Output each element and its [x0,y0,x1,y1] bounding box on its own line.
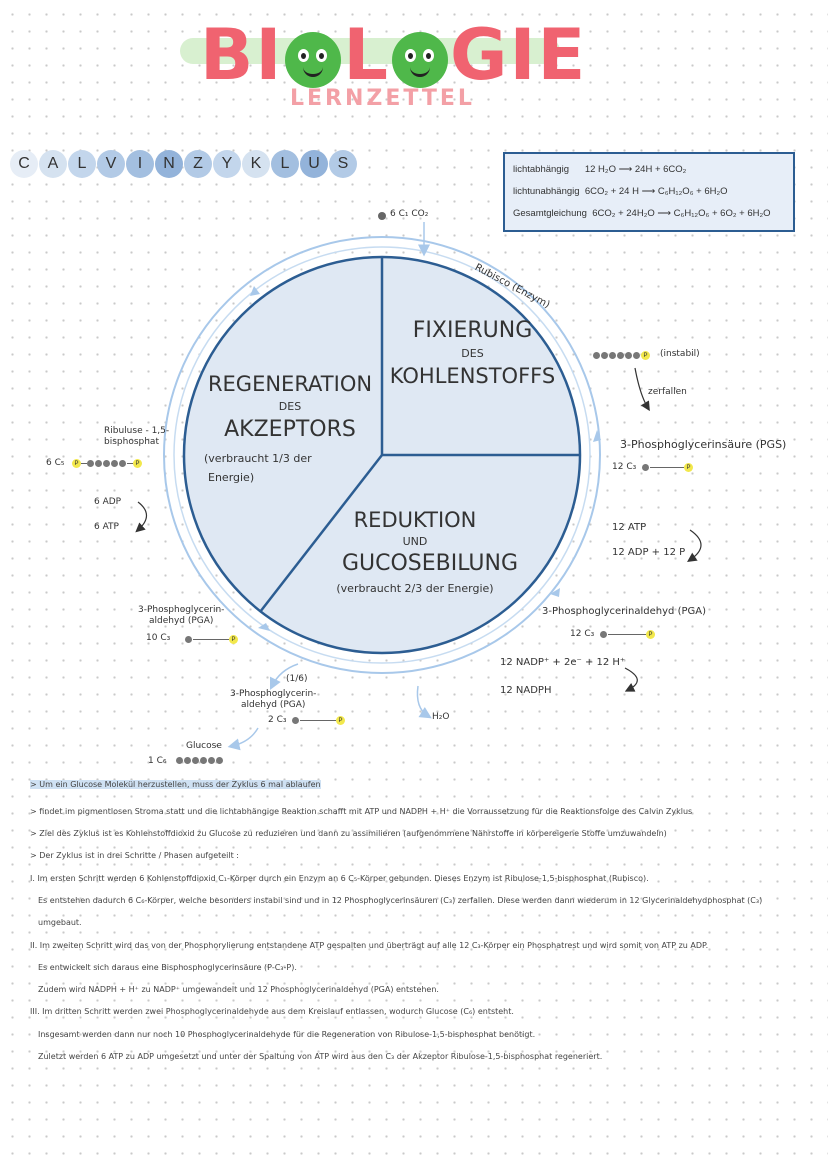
page-title: BI L GIE [200,14,587,96]
pga-right-label: 3-Phosphoglycerinaldehyd (PGA) [542,606,707,617]
note-8: II. Im zweiten Schritt wird das von der … [30,941,709,950]
atp-6-label: 6 ATP [94,522,119,532]
phase-reduktion: REDUKTION UND GUCOSEBILUNG (verbraucht 2… [336,508,519,595]
note-9: Es entwickelt sich daraus eine Bisphosph… [38,963,297,972]
ring-arrowhead [550,588,560,597]
pga-left-count: 10 C₃ [146,633,171,643]
phase-regeneration: REGENERATION DES AKZEPTORS (verbraucht 1… [204,372,373,484]
pga-right-chain: P [600,630,655,639]
note-13: Zuletzt werden 6 ATP zu ADP umgesetzt un… [38,1052,603,1061]
title-letter-circle: Y [213,150,241,178]
glucose-arrow [227,727,259,751]
note-10: Zudem wird NADPH + H⁺ zu NADP⁺ umgewande… [38,985,439,994]
zerfallen-label: zerfallen [648,387,687,397]
note-6: Es entstehen dadurch 6 C₆-Körper, welche… [38,896,763,905]
instabil-label: (instabil) [660,349,700,359]
nadp-label: 12 NADP⁺ + 2e⁻ + 12 H⁺ [500,657,626,668]
title-letter-circle: A [39,150,67,178]
pga-bottom-chain: P [292,716,345,725]
one-sixth-label: (1/6) [286,674,308,684]
title-part-3: GIE [450,14,588,96]
title-letter-circle: K [242,150,270,178]
pgs-count: 12 C₃ [612,462,637,472]
pga-left-chain: P [185,635,238,644]
equation-light-independent: lichtunabhängig 6CO₂ + 24 H ⟶ C₆H₁₂O₆ + … [513,186,728,197]
equation-light-dependent: lichtabhängig 12 H₂O ⟶ 24H + 6CO₂ [513,164,687,175]
pga-left-label: 3-Phosphoglycerin-aldehyd (PGA) [138,605,225,626]
adp-atp-arrow [135,501,148,533]
zerfallen-arrow [634,367,650,412]
pga-right-count: 12 C₃ [570,629,595,639]
equation-total: Gesamtgleichung 6CO₂ + 24H₂O ⟶ C₆H₁₂O₆ +… [513,208,771,219]
nadph-label: 12 NADPH [500,685,552,696]
c5-count: 6 C₅ [46,458,65,468]
atp-12-label: 12 ATP [612,522,647,533]
title-letter-circle: N [155,150,183,178]
glucose-chain [176,757,224,764]
h2o-arrow [416,685,432,719]
nadp-arrow [624,667,638,692]
note-4: > Der Zyklus ist in drei Schritte / Phas… [30,851,239,860]
note-7: umgebaut. [38,918,82,927]
title-highlight [180,38,560,64]
pgs-label: 3-Phosphoglycerinsäure (PGS) [620,438,787,451]
adp-6-label: 6 ADP [94,497,122,507]
title-part-1: BI [200,14,284,96]
title-part-2: L [343,14,391,96]
title-letter-circle: C [10,150,38,178]
pga-bottom-count: 2 C₃ [268,715,287,725]
title-letter-circle: U [300,150,328,178]
note-1: > Um ein Glucose Molekül herzustellen, m… [30,780,321,789]
c6-chain: P [593,351,650,360]
pgs-chain: P [642,463,693,472]
equations-box: lichtabhängig 12 H₂O ⟶ 24H + 6CO₂ lichtu… [503,152,795,232]
note-12: Insgesamt werden dann nur noch 10 Phosph… [38,1030,536,1039]
title-letter-circle: L [271,150,299,178]
title-letter-circle: L [68,150,96,178]
cycle-arrow-ring [163,236,601,674]
ribulose-label: Ribuluse - 1,5-bisphosphat [104,426,170,447]
adp-12-label: 12 ADP + 12 P [612,547,686,558]
note-3: > Ziel des Zyklus ist es Kohlenstoffdiox… [30,829,667,838]
ring-arrowhead [258,623,270,631]
phase-fixierung: FIXIERUNG DES KOHLENSTOFFS [389,318,556,388]
glucose-count: 1 C₆ [148,756,167,766]
ring-arrowhead [250,286,260,296]
note-2: > findet im pigmentlosen Stroma statt un… [30,807,693,816]
atp-adp-arrow [687,529,702,563]
pga-bottom-label: 3-Phosphoglycerin-aldehyd (PGA) [230,689,317,710]
page-subtitle: LERNZETTEL [290,86,475,111]
note-11: III. Im dritten Schritt werden zwei Phos… [30,1007,514,1016]
title-letter-circle: S [329,150,357,178]
title-letter-circle: Z [184,150,212,178]
title-letter-circle: V [97,150,125,178]
h2o-label: H₂O [432,712,450,722]
note-5: I. Im ersten Schritt werden 6 Kohlenstof… [30,874,649,883]
pga-output-arrow [269,663,299,691]
glucose-label: Glucose [186,741,222,751]
virus-icon [285,31,342,88]
co2-input-label: 6 C₁ CO₂ [390,209,429,219]
ring-arrowhead [593,430,601,442]
title-letter-circle: I [126,150,154,178]
virus-icon [392,31,449,88]
